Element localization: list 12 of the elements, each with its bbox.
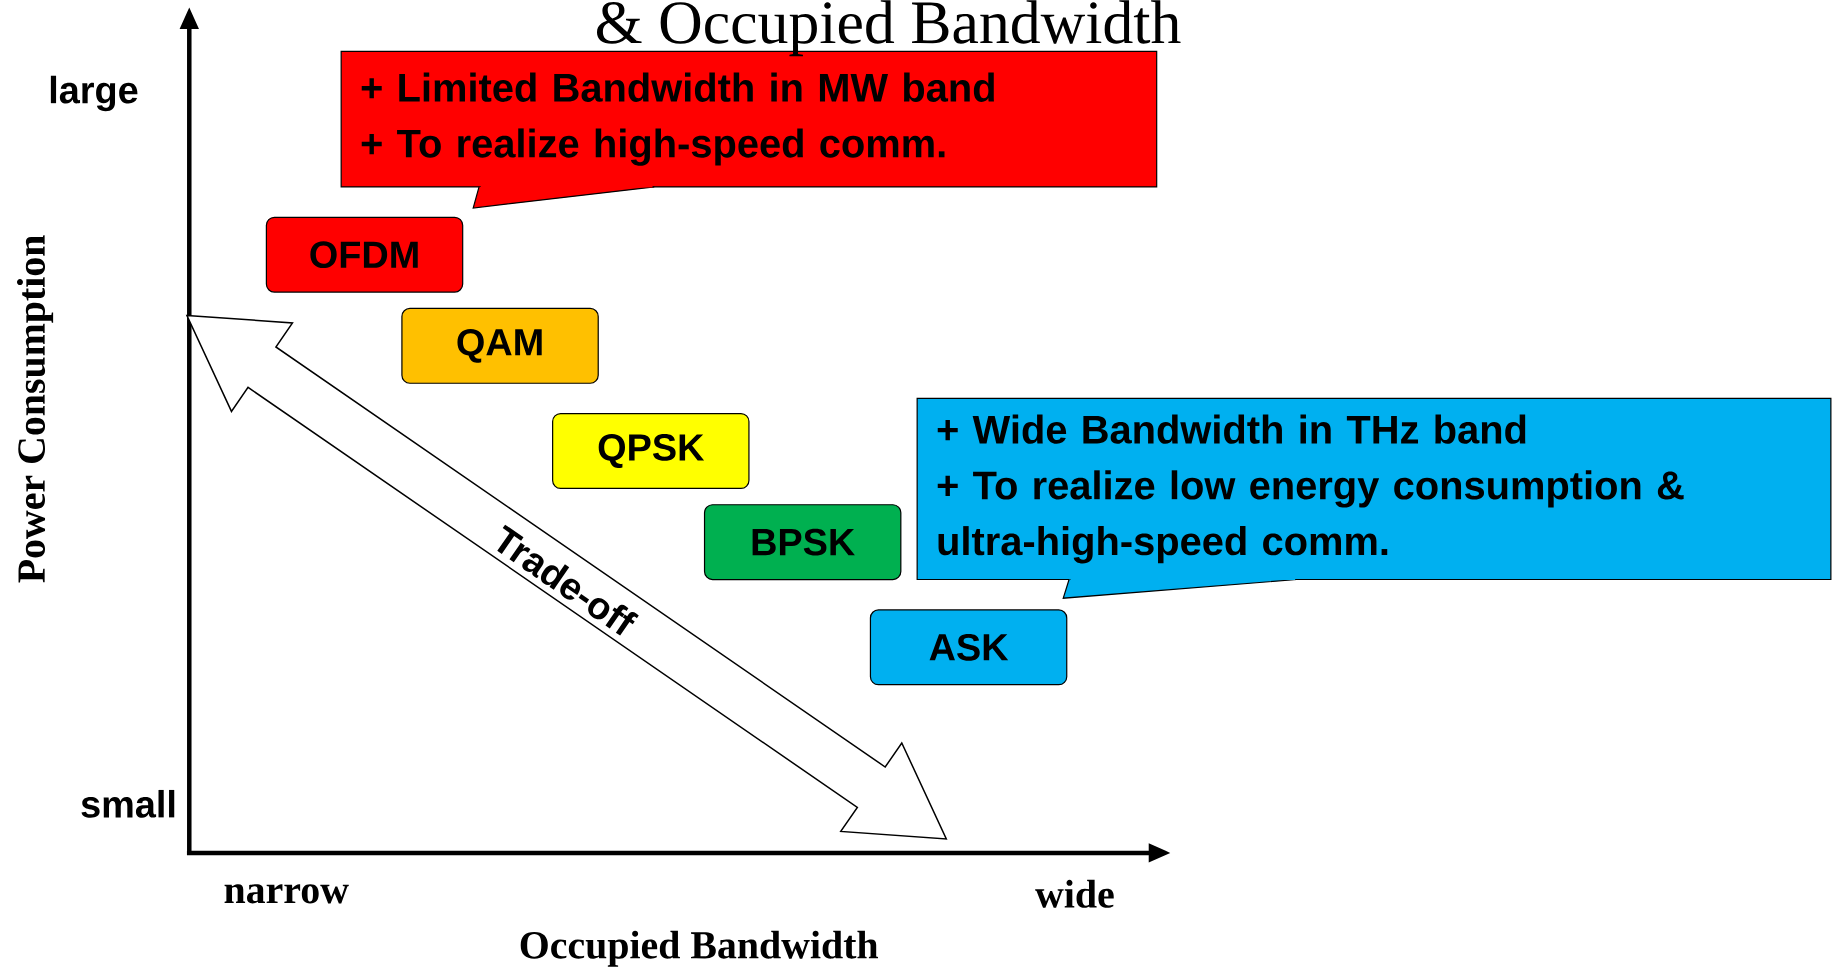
word-label: small [81,789,175,818]
modulation-box: OFDM [265,216,464,293]
word-label: narrow [224,884,349,904]
modulation-box: ASK [869,609,1068,686]
modulation-box: QPSK [552,413,750,489]
word-label: wide [1035,879,1114,908]
axis-title: Power Consumption [17,235,54,583]
axis-title: Occupied Bandwidth [520,930,878,967]
word-label: large [50,75,138,112]
modulation-box: BPSK [703,504,902,581]
modulation-box: QAM [401,307,599,384]
callout-box: + Wide Bandwidth in THz band + To realize low energy consumption & ultra-high-speed comm. [916,397,1832,599]
